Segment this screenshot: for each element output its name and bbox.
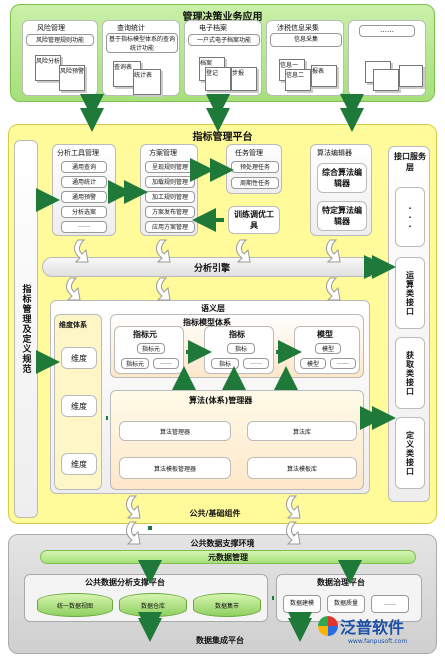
compute-interface[interactable]: 运算类接口	[395, 257, 425, 329]
indicator-spec-label: 指标管理及定义规范	[20, 284, 31, 374]
element-item[interactable]: ……	[153, 358, 179, 369]
composite-algo-editor[interactable]: 综合算法编辑器	[317, 163, 367, 193]
data-quality[interactable]: 数据质量	[327, 595, 365, 613]
analysis-tool-mgmt: 分析工具管理 通用查询 通用统计 通用预警 分析选案 ……	[52, 144, 116, 236]
module-query-stats[interactable]: 查询统计 基于指标模型体系的查询统计功能 查询表 统计表	[102, 20, 180, 96]
model-system-title: 指标模型体系	[183, 318, 231, 327]
task-title: 任务管理	[235, 149, 263, 157]
module-e-archive[interactable]: 电子档案 一户式电子档案功能 档案 登记 步报	[184, 20, 262, 96]
task-item[interactable]: 周期性任务	[231, 177, 279, 189]
indicator-title: 指标	[229, 330, 245, 339]
module-risk-desc: 风险管理规则功能	[26, 34, 94, 46]
model-group: 模型 模型 模型 ……	[294, 326, 360, 374]
doc: 信息二	[285, 69, 311, 91]
analysis-tool-title: 分析工具管理	[57, 149, 99, 157]
element-item[interactable]: 指标元	[121, 358, 149, 369]
indicator-spec-panel: 指标管理及定义规范	[14, 140, 38, 518]
module-risk[interactable]: 风险管理 风险管理规则功能 风险分析 风险预警	[22, 20, 98, 96]
doc: 统计表	[133, 69, 161, 95]
brand-url: www.fanpusoft.com	[348, 638, 408, 645]
algo-template-library[interactable]: 算法模板库	[247, 457, 357, 479]
module-tax-name: 涉税信息采集	[277, 24, 319, 32]
specific-algo-editor[interactable]: 特定算法编辑器	[317, 201, 367, 231]
dimension-system: 维度体系 维度 维度 维度	[54, 314, 102, 490]
doc: 报表	[311, 65, 337, 87]
algo-manager[interactable]: 算法管理器	[119, 421, 231, 441]
algo-template-manager[interactable]: 算法模板管理器	[119, 457, 231, 479]
doc: 登记	[205, 67, 231, 91]
module-query-name: 查询统计	[117, 24, 145, 32]
brand-logo: 泛普软件 www.fanpusoft.com	[318, 614, 438, 656]
task-mgmt: 任务管理 预处理任务 周期性任务	[226, 144, 282, 194]
module-query-desc: 基于指标模型体系的查询统计功能	[106, 33, 178, 53]
model-title: 模型	[317, 330, 333, 339]
scheme-mgmt: 方案管理 呈现规则管理 加载规则管理 加工规则管理 方案发布管理 应用方案管理	[140, 144, 198, 236]
module-more[interactable]: ……	[348, 20, 426, 96]
data-integration-platform: 数据集成平台	[196, 635, 244, 645]
indicator-item[interactable]: 指标	[227, 343, 255, 354]
element-item[interactable]: 指标元	[137, 343, 165, 354]
scheme-title: 方案管理	[149, 149, 177, 157]
model-item[interactable]: ……	[330, 358, 356, 369]
module-risk-name: 风险管理	[37, 24, 65, 32]
algorithm-system-manager: 算法(体系)管理器 算法管理器 算法库 算法模板管理器 算法模板库	[110, 390, 364, 490]
semantic-title: 语义层	[201, 304, 225, 313]
metadata-mgmt[interactable]: 元数据管理	[40, 550, 416, 564]
tool-item[interactable]: 分析选案	[61, 206, 107, 218]
fetch-interface[interactable]: 获取类接口	[395, 337, 425, 409]
tool-item[interactable]: 通用统计	[61, 176, 107, 188]
doc: 步报	[231, 67, 257, 91]
unified-data-view[interactable]: 统一数据视图	[37, 593, 113, 617]
training-tuning-tool[interactable]: 训练调优工具	[228, 206, 280, 234]
dimension-item[interactable]: 维度	[61, 347, 97, 369]
data-mart[interactable]: 数据集市	[193, 593, 261, 617]
data-support-title: 公共数据支撑环境	[190, 539, 255, 548]
analysis-platform-title: 公共数据分析支撑平台	[85, 578, 165, 587]
algo-library[interactable]: 算法库	[247, 421, 357, 441]
tool-item[interactable]: 通用预警	[61, 191, 107, 203]
module-tax-info[interactable]: 涉税信息采集 信息采集 信息一 信息二 报表	[266, 20, 344, 96]
doc: 风险预警	[59, 65, 85, 91]
indicator-item[interactable]: ……	[243, 358, 269, 369]
doc	[399, 65, 423, 87]
doc	[373, 69, 399, 91]
interface-service-title: 接口服务层	[394, 152, 426, 172]
algorithm-editor: 算法编辑器 综合算法编辑器 特定算法编辑器	[310, 144, 372, 236]
module-archive-name: 电子档案	[199, 24, 227, 32]
dimension-item[interactable]: 维度	[61, 395, 97, 417]
interface-dots: · · ·	[395, 187, 425, 247]
element-title: 指标元	[133, 330, 157, 339]
tool-item[interactable]: 通用查询	[61, 161, 107, 173]
business-app-title: 管理决策业务应用	[182, 12, 263, 23]
logo-mark-icon	[318, 616, 338, 636]
module-tax-desc: 信息采集	[270, 33, 342, 47]
define-interface[interactable]: 定义类接口	[395, 417, 425, 489]
algo-mgr-title: 算法(体系)管理器	[189, 396, 253, 405]
indicator-element-group: 指标元 指标元 指标元 ……	[114, 326, 184, 374]
dimension-title: 维度体系	[59, 321, 87, 329]
indicator-platform-title: 指标管理平台	[192, 132, 253, 143]
scheme-item[interactable]: 应用方案管理	[145, 221, 195, 233]
tool-item[interactable]: ……	[61, 221, 107, 233]
algo-editor-title: 算法编辑器	[317, 149, 352, 157]
governance-more[interactable]: ……	[371, 595, 409, 613]
base-components: 公共/基础组件	[189, 508, 241, 518]
interface-service-layer: 接口服务层 · · · 运算类接口 获取类接口 定义类接口	[388, 146, 430, 502]
brand-name: 泛普软件	[340, 618, 405, 637]
dimension-item[interactable]: 维度	[61, 453, 97, 475]
module-more-label: ……	[359, 25, 415, 37]
module-archive-desc: 一户式电子档案功能	[188, 34, 260, 46]
model-item[interactable]: 模型	[315, 343, 341, 354]
